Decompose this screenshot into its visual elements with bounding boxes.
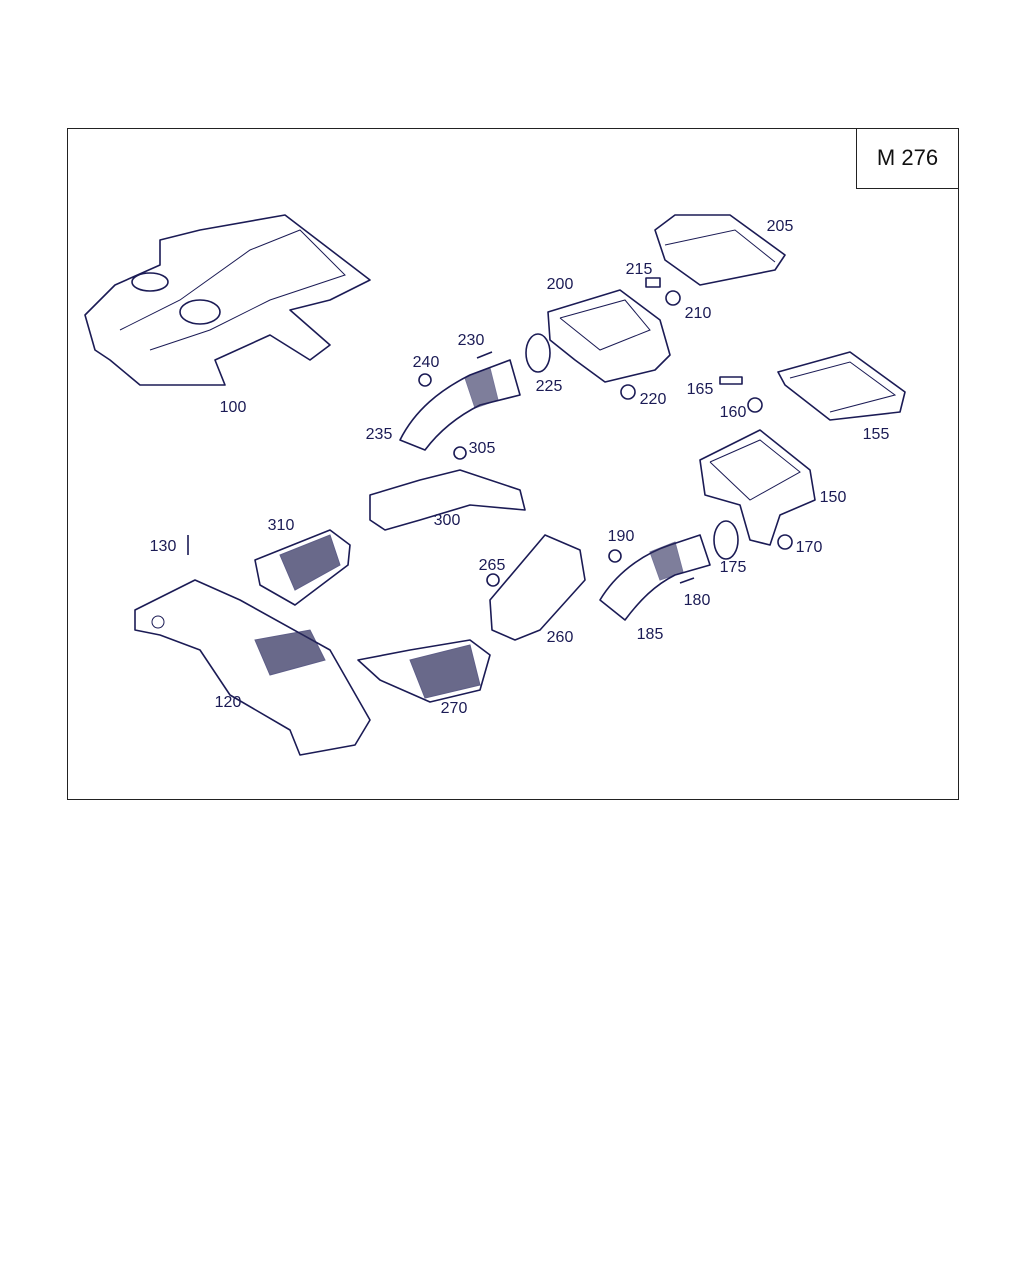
cap-190[interactable] xyxy=(608,549,622,563)
label-220[interactable]: 220 xyxy=(639,391,667,408)
sensor-215[interactable] xyxy=(645,277,661,288)
label-300[interactable]: 300 xyxy=(433,512,461,529)
cap-170[interactable] xyxy=(777,534,793,550)
intake-manifold-120[interactable] xyxy=(134,579,371,756)
label-165[interactable]: 165 xyxy=(686,381,714,398)
air-duct-260[interactable] xyxy=(489,534,586,641)
label-155[interactable]: 155 xyxy=(862,426,890,443)
label-225[interactable]: 225 xyxy=(535,378,563,395)
air-duct-185[interactable] xyxy=(599,534,711,621)
label-265[interactable]: 265 xyxy=(478,557,506,574)
screw-180[interactable] xyxy=(679,577,695,584)
air-duct-300[interactable] xyxy=(369,469,526,531)
cap-265[interactable] xyxy=(486,573,500,587)
air-filter-element-205[interactable] xyxy=(654,214,786,286)
label-190[interactable]: 190 xyxy=(607,528,635,545)
cap-240[interactable] xyxy=(418,373,432,387)
air-filter-element-155[interactable] xyxy=(777,351,906,421)
diagram-frame xyxy=(67,128,959,800)
label-305[interactable]: 305 xyxy=(468,440,496,457)
label-205[interactable]: 205 xyxy=(766,218,794,235)
label-175[interactable]: 175 xyxy=(719,559,747,576)
label-200[interactable]: 200 xyxy=(546,276,574,293)
diagram-code: M 276 xyxy=(856,128,958,189)
air-filter-housing-150[interactable] xyxy=(699,429,816,546)
cap-160[interactable] xyxy=(747,397,763,413)
hose-270[interactable] xyxy=(357,639,491,703)
label-120[interactable]: 120 xyxy=(214,694,242,711)
hose-310[interactable] xyxy=(254,529,351,606)
label-270[interactable]: 270 xyxy=(440,700,468,717)
label-230[interactable]: 230 xyxy=(457,332,485,349)
label-160[interactable]: 160 xyxy=(719,404,747,421)
label-310[interactable]: 310 xyxy=(267,517,295,534)
cap-305[interactable] xyxy=(453,446,467,460)
label-150[interactable]: 150 xyxy=(819,489,847,506)
air-filter-housing-200[interactable] xyxy=(547,289,671,383)
label-215[interactable]: 215 xyxy=(625,261,653,278)
engine-cover-part[interactable] xyxy=(84,214,371,386)
sensor-165[interactable] xyxy=(719,376,743,385)
screw-230[interactable] xyxy=(476,351,493,359)
label-100[interactable]: 100 xyxy=(219,399,247,416)
seal-ring-175[interactable] xyxy=(713,520,739,560)
label-180[interactable]: 180 xyxy=(683,592,711,609)
label-210[interactable]: 210 xyxy=(684,305,712,322)
label-240[interactable]: 240 xyxy=(412,354,440,371)
label-130[interactable]: 130 xyxy=(149,538,177,555)
label-235[interactable]: 235 xyxy=(365,426,393,443)
air-duct-235[interactable] xyxy=(399,359,521,451)
cap-210[interactable] xyxy=(665,290,681,306)
cap-220[interactable] xyxy=(620,384,636,400)
label-185[interactable]: 185 xyxy=(636,626,664,643)
label-260[interactable]: 260 xyxy=(546,629,574,646)
label-170[interactable]: 170 xyxy=(795,539,823,556)
seal-ring-225[interactable] xyxy=(525,333,551,373)
